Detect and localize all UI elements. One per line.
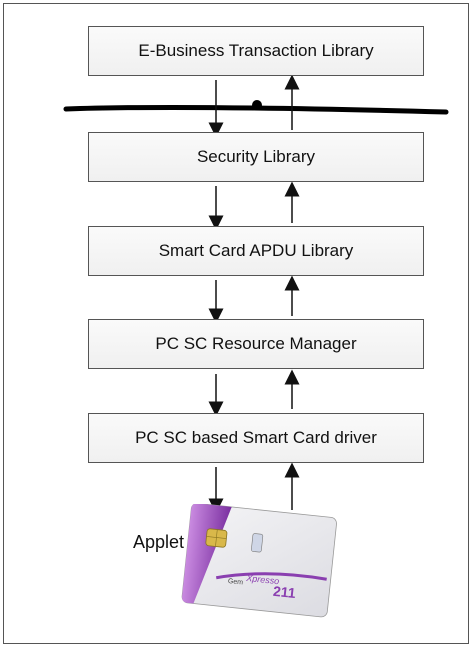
svg-text:211: 211 <box>272 583 296 601</box>
svg-text:Xpresso: Xpresso <box>245 573 280 587</box>
divider-dot <box>252 100 262 110</box>
layer-ebusiness-library: E-Business Transaction Library <box>88 26 424 76</box>
layer-label: PC SC Resource Manager <box>155 334 357 353</box>
svg-text:Gem: Gem <box>228 578 244 587</box>
layer-apdu-library: Smart Card APDU Library <box>88 226 424 276</box>
layer-label: PC SC based Smart Card driver <box>135 428 377 447</box>
divider-line <box>63 105 449 115</box>
applet-label: Applet <box>133 532 185 552</box>
layer-resource-manager: PC SC Resource Manager <box>88 319 424 369</box>
layer-security-library: Security Library <box>88 132 424 182</box>
layer-label: Smart Card APDU Library <box>158 241 354 260</box>
layer-smart-card-driver: PC SC based Smart Card driver <box>88 413 424 463</box>
smart-card-image: 211 Gem Xpresso <box>181 504 337 618</box>
layer-label: Security Library <box>196 147 316 166</box>
layer-label: E-Business Transaction Library <box>138 41 374 60</box>
